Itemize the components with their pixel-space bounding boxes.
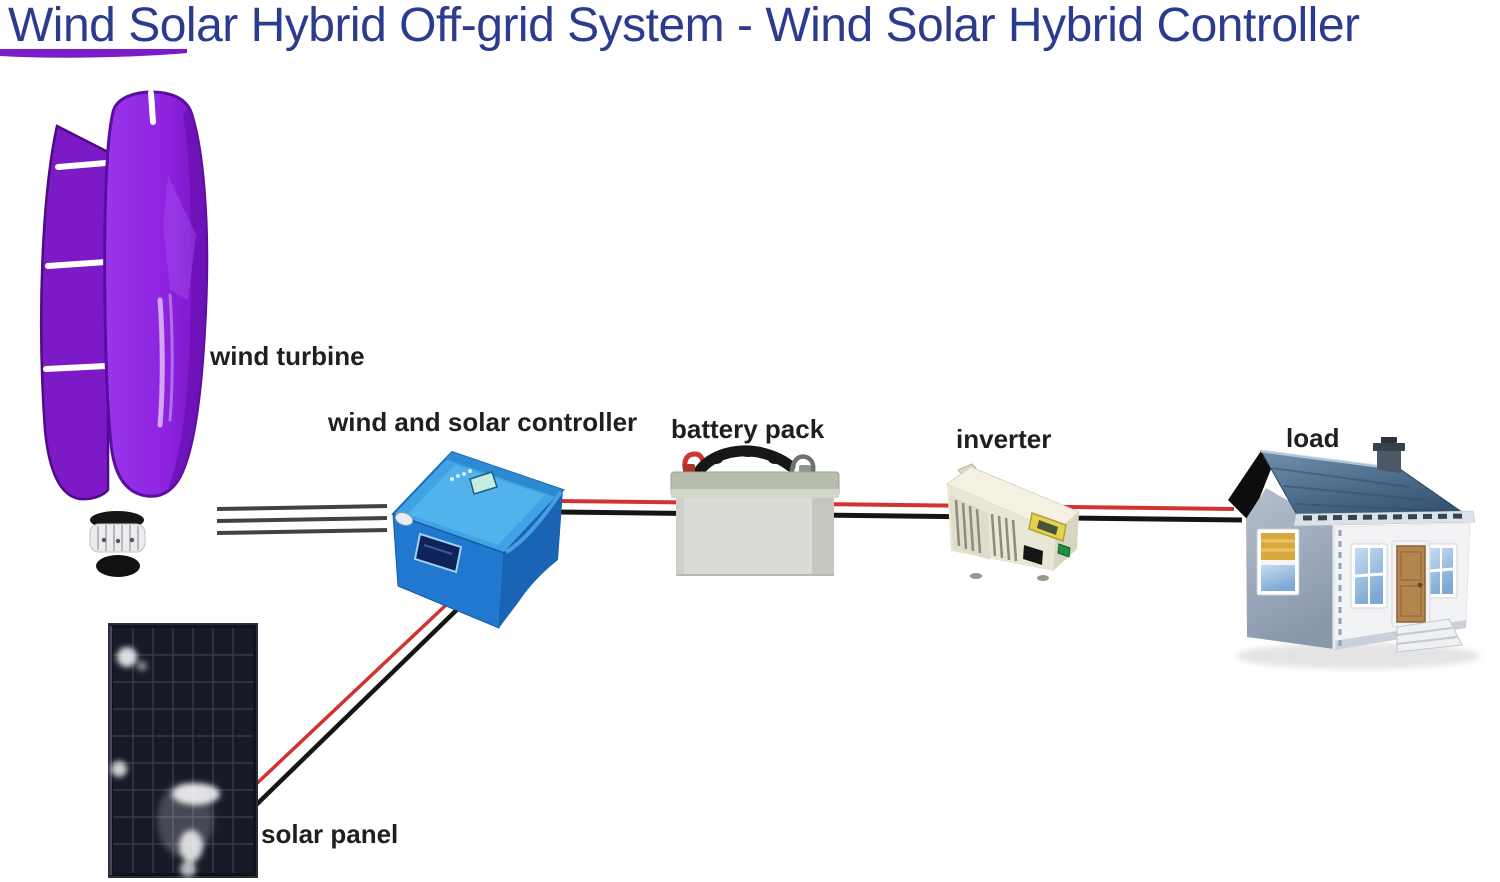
controller-right-curve	[504, 490, 563, 554]
controller-label: wind and solar controller	[328, 407, 638, 437]
controller-top-highlight	[408, 465, 545, 545]
turbine-blade-shade	[167, 110, 207, 492]
turbine-top-strip	[0, 49, 187, 58]
solar-panel-graphic	[108, 623, 258, 878]
turbine-struts	[43, 160, 109, 372]
wind-to-controller-wires	[216, 504, 388, 535]
turbine-blade-highlight2	[168, 293, 174, 422]
house-roof-streaks	[1271, 467, 1449, 512]
inverter-label: inverter	[956, 424, 1052, 454]
turbine-base	[89, 511, 146, 577]
battery-body-shade-right	[812, 498, 834, 576]
dc-bus-wires	[556, 499, 1243, 523]
turbine-back-blade	[39, 124, 110, 501]
inverter-graphic	[945, 463, 1080, 581]
controller-port	[394, 512, 414, 526]
battery-body-shade-left	[676, 498, 684, 576]
battery-body	[676, 498, 834, 576]
solar-wires	[250, 585, 473, 808]
controller-top-screen	[469, 471, 498, 495]
house-eave-overhang	[1228, 451, 1275, 522]
controller-back-lip	[445, 452, 563, 497]
solar-panel-label: solar panel	[261, 819, 399, 849]
battery-graphic	[670, 445, 840, 576]
page-title: Wind Solar Hybrid Off-grid System - Wind…	[8, 0, 1360, 52]
load-label: load	[1286, 423, 1340, 453]
house-graphic	[1228, 437, 1480, 669]
inverter-vents	[954, 499, 1018, 562]
battery-gray-wire	[789, 454, 816, 474]
house-front-window-right	[1424, 543, 1458, 599]
inverter-right-face	[1053, 512, 1079, 571]
house-gutter-dashes	[1302, 513, 1469, 521]
inverter-led	[1057, 543, 1071, 558]
battery-pack-label: battery pack	[671, 414, 825, 444]
turbine-blade-highlight	[157, 297, 165, 428]
house-chimney	[1373, 437, 1405, 473]
inverter-port	[1023, 545, 1043, 565]
battery-lid-lip	[671, 489, 839, 498]
controller-display	[413, 532, 463, 574]
turbine-top-notch	[148, 90, 156, 125]
house-steps	[1396, 618, 1463, 653]
controller-right-face	[499, 490, 563, 628]
house-gable-window	[1256, 528, 1300, 596]
controller-graphic	[391, 450, 565, 629]
house-front-window-left	[1350, 543, 1388, 609]
panel-glare	[111, 647, 220, 877]
house-ridge-highlight	[1260, 449, 1401, 471]
controller-buttons	[450, 469, 472, 481]
house-door	[1391, 540, 1431, 628]
inverter-display-screen	[1037, 520, 1058, 535]
wind-turbine-label: wind turbine	[210, 341, 365, 371]
turbine-blade-facet	[163, 175, 196, 300]
wind-turbine-graphic	[0, 49, 209, 577]
